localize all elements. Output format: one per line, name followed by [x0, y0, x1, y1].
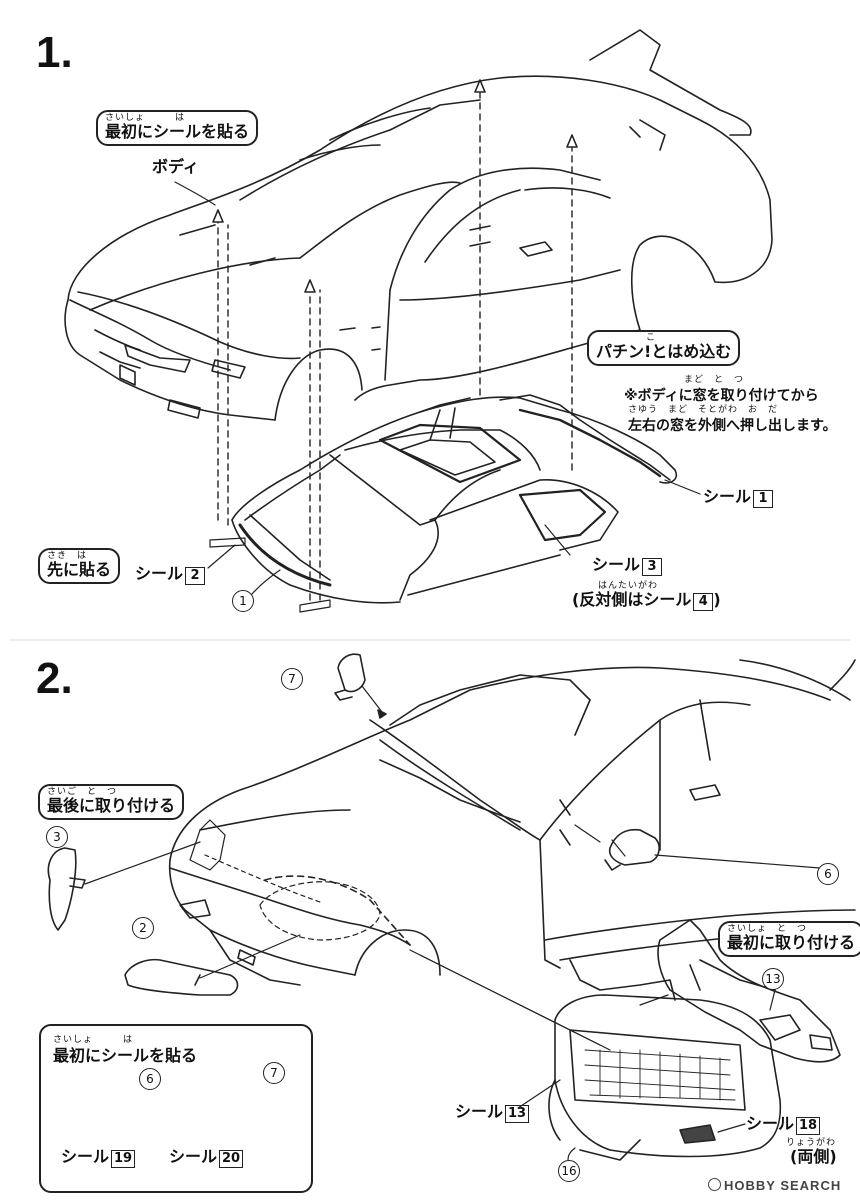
seal-text: シール	[135, 564, 184, 583]
callout-ruby: こ	[596, 333, 657, 343]
both-sides-ruby: りょうがわ	[786, 1138, 837, 1148]
note-line1: ※ボディに窓を取り付けてから	[624, 388, 819, 404]
seal-number: 20	[219, 1150, 244, 1168]
part-number-6: 6	[817, 863, 839, 885]
seal-text: シール	[703, 487, 752, 506]
step1-window-parts	[231, 394, 678, 604]
callout-ruby: さいご と つ	[47, 787, 118, 797]
inset-part-7: 7	[263, 1062, 285, 1084]
note-block-2: さゆう まど そとがわ お だ 左右の窓を外側へ押し出します。	[628, 402, 837, 435]
opposite-text: (反対側はシール	[572, 590, 692, 609]
seal-number: 4	[693, 593, 714, 611]
seal-text: シール	[746, 1114, 795, 1133]
part-number-1: 1	[232, 590, 254, 612]
callout-ruby: さき は	[47, 551, 88, 561]
step2-part-3	[47, 841, 201, 931]
callout-text: 最初にシールを貼る	[105, 122, 250, 141]
opposite-close: )	[713, 590, 721, 609]
step2-part-2	[124, 934, 301, 996]
callout-ruby: さいしょ と つ	[727, 924, 808, 934]
seal-number: 2	[185, 567, 206, 585]
seal-text: シール	[61, 1147, 110, 1166]
watermark-icon	[708, 1178, 721, 1191]
callout-stick-seal-first: さいしょ は 最初にシールを貼る	[96, 110, 259, 146]
inset-ruby: さいしょ は	[53, 1035, 134, 1045]
label-both-sides: (両側)	[790, 1147, 837, 1166]
part-number-3: 3	[46, 826, 68, 848]
step2-leader-lines	[409, 854, 821, 1161]
callout-text: 最初に取り付ける	[727, 933, 856, 952]
note-line1-ruby: まど と つ	[684, 375, 745, 385]
step1-arrow-heads	[212, 79, 578, 293]
watermark-text: HOBBY SEARCH	[724, 1178, 842, 1193]
part-number-7: 7	[281, 668, 303, 690]
note-block: まど と つ ※ボディに窓を取り付けてから	[624, 372, 819, 405]
step-number-1: 1.	[36, 28, 73, 77]
seal-number: 1	[753, 490, 774, 508]
seal-text: シール	[455, 1102, 504, 1121]
seal-text: シール	[169, 1147, 218, 1166]
part-number-16: 16	[558, 1160, 580, 1182]
part-number-13: 13	[762, 968, 784, 990]
watermark-logo: HOBBY SEARCH	[708, 1178, 841, 1193]
step2-car-front	[168, 659, 856, 986]
callout-attach-first: さいしょ と つ 最初に取り付ける	[718, 921, 860, 957]
label-body: ボディ	[152, 157, 199, 176]
step-number-2: 2.	[36, 654, 73, 703]
note-line2-ruby: さゆう まど そとがわ お だ	[628, 405, 779, 415]
step1-leader-lines	[174, 181, 701, 613]
step2-bumper-16	[548, 959, 782, 1161]
callout-ruby: さいしょ は	[105, 113, 186, 123]
step1-guide-arrows	[217, 84, 573, 601]
callout-attach-last: さいご と つ 最後に取り付ける	[38, 784, 185, 820]
step2-mirror-top	[334, 653, 387, 719]
callout-text: 最後に取り付ける	[47, 796, 176, 815]
note-line2: 左右の窓を外側へ押し出します。	[628, 418, 837, 434]
step2-grille-13	[639, 919, 841, 1063]
seal-text: シール	[592, 555, 641, 574]
callout-stick-first: さき は 先に貼る	[38, 548, 121, 584]
step1-car-body	[64, 29, 773, 421]
inset-part-6: 6	[139, 1068, 161, 1090]
opposite-side-ruby: はんたいがわ	[598, 581, 659, 591]
part-number-2: 2	[132, 917, 154, 939]
seal-number: 19	[111, 1150, 136, 1168]
step2-mirror-right	[574, 824, 660, 871]
callout-text: 先に貼る	[47, 560, 112, 579]
callout-snap-in: こ パチン!とはめ込む	[587, 330, 741, 366]
callout-text: パチン!とはめ込む	[596, 342, 732, 361]
seal-number: 18	[796, 1117, 821, 1135]
seal-number: 3	[642, 558, 663, 576]
inset-title: 最初にシールを貼る	[53, 1046, 198, 1065]
seal-number: 13	[505, 1105, 530, 1123]
